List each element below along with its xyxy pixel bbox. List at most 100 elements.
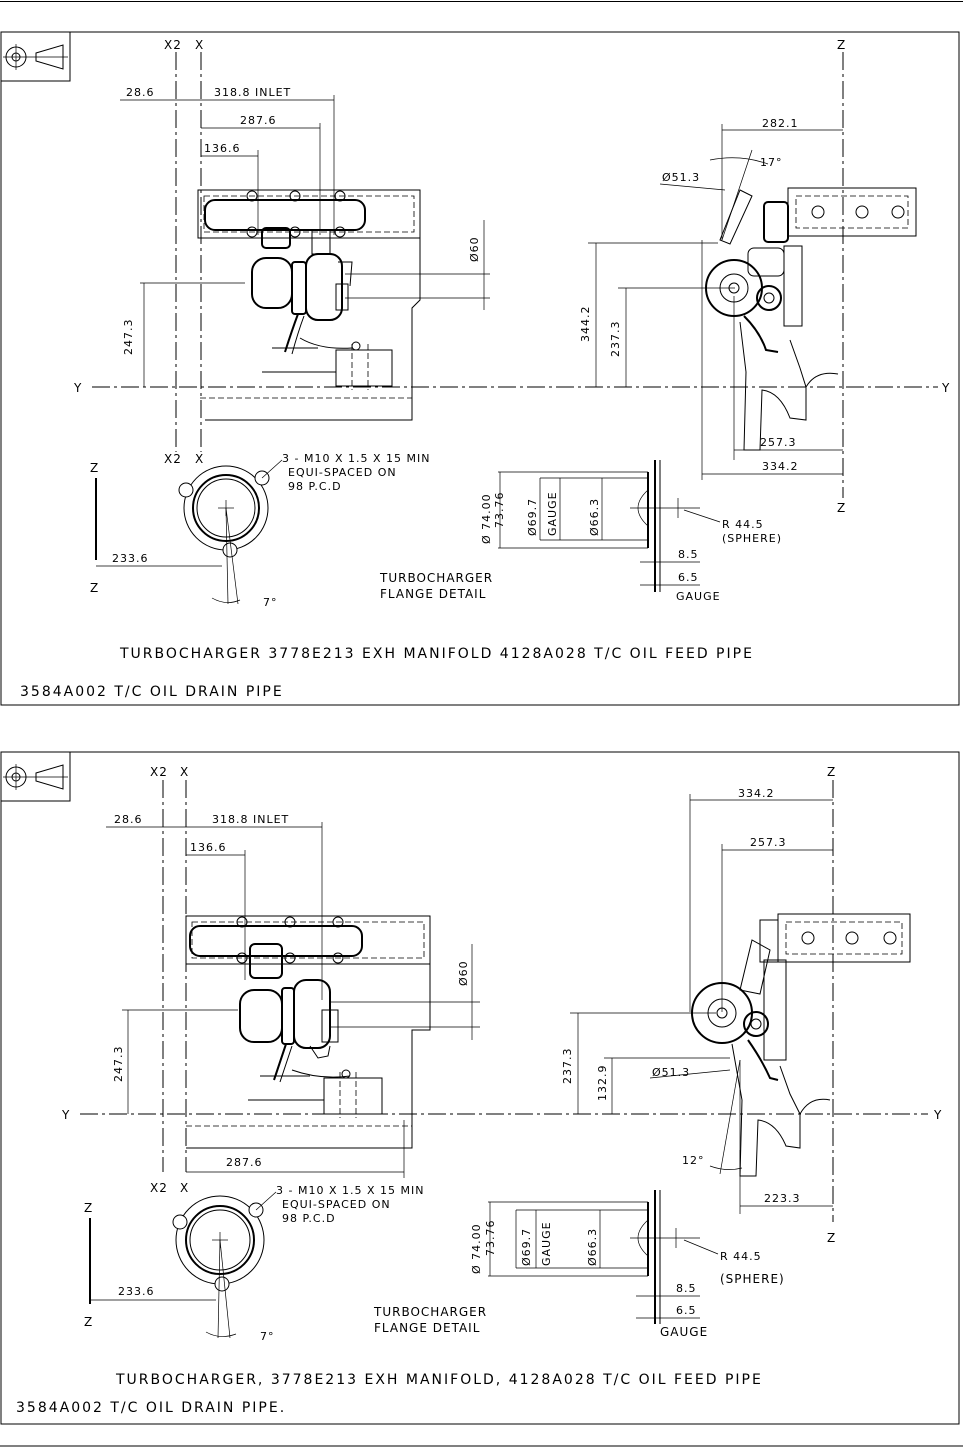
flange-note-3: 98 P.C.D [282, 1212, 336, 1225]
axis-label-x2-bottom: X2 [164, 452, 182, 466]
panel-frame [0, 31, 960, 706]
gauge-label-b: GAUGE [660, 1325, 708, 1339]
axis-label-y-right: Y [941, 381, 950, 395]
dim-247-3: 247.3 [112, 1046, 125, 1083]
left-view-assembly [197, 189, 421, 421]
gauge-detail: Ø 74.00 73.76 Ø69.7 GAUGE Ø66.3 R 44.5 (… [480, 460, 782, 603]
axis-label-y-left: Y [73, 381, 82, 395]
panel-frame [0, 751, 960, 1425]
sphere-label: (SPHERE) [722, 532, 782, 545]
flange-z-top: Z [84, 1201, 93, 1215]
projection-symbol-icon [0, 31, 71, 82]
dim-247-3: 247.3 [122, 319, 135, 356]
axes: X2 X Z X2 X Z Y Y [61, 765, 942, 1245]
gauge-label-b: GAUGE [676, 590, 721, 603]
right-view-dimensions: 282.1 Ø51.3 17° 344.2 237.3 257.3 334.2 [579, 117, 843, 480]
axis-label-z-bottom: Z [837, 501, 846, 515]
flange-detail: Z Z 233.6 7° 3 - M10 X 1.5 X 15 MIN EQUI… [84, 1184, 487, 1343]
dim-r-44-5: R 44.5 [720, 1250, 762, 1263]
dim-257-3: 257.3 [750, 836, 787, 849]
dim-dia-66-3: Ø66.3 [588, 498, 601, 536]
dim-237-3: 237.3 [609, 321, 622, 358]
dim-318-8-inlet: 318.8 INLET [212, 813, 289, 826]
dim-dia-60: Ø60 [468, 236, 481, 262]
left-view-dimensions: 28.6 318.8 INLET 136.6 247.3 Ø60 287.6 [106, 813, 480, 1178]
dim-dia-51-3: Ø51.3 [662, 171, 700, 184]
axes: X2 X Z X2 X Z Y Y [73, 38, 950, 515]
axis-label-y-right: Y [933, 1108, 942, 1122]
projection-symbol-icon [0, 751, 71, 802]
angle-12: 12° [682, 1154, 705, 1167]
right-view-assembly [705, 187, 917, 451]
angle-17: 17° [760, 156, 783, 169]
dim-6-5: 6.5 [678, 571, 699, 584]
flange-z-bottom: Z [84, 1315, 93, 1329]
dim-dia-69-7: Ø69.7 [526, 498, 539, 536]
gauge-label-a: GAUGE [546, 491, 559, 536]
flange-z-bottom: Z [90, 581, 99, 595]
flange-title-2: FLANGE DETAIL [380, 587, 486, 601]
panel-bottom: X2 X Z X2 X Z Y Y 28.6 318.8 INLET 136.6… [0, 751, 960, 1425]
dim-dia-74: Ø 74.00 [470, 1223, 483, 1274]
flange-note-2: EQUI-SPACED ON [282, 1198, 391, 1211]
dim-28-6: 28.6 [126, 86, 155, 99]
dim-233-6: 233.6 [118, 1285, 155, 1298]
dim-dia-69-7: Ø69.7 [520, 1228, 533, 1266]
flange-title-2: FLANGE DETAIL [374, 1321, 480, 1335]
dim-344-2: 344.2 [579, 306, 592, 343]
axis-label-z: Z [827, 765, 836, 779]
axis-label-y-left: Y [61, 1108, 70, 1122]
dim-136-6: 136.6 [190, 841, 227, 854]
dim-dia-60: Ø60 [457, 960, 470, 986]
dim-237-3: 237.3 [561, 1048, 574, 1085]
dim-334-2: 334.2 [738, 787, 775, 800]
flange-note-3: 98 P.C.D [288, 480, 342, 493]
dim-r-44-5: R 44.5 [722, 518, 764, 531]
dim-334-2: 334.2 [762, 460, 799, 473]
axis-label-x2: X2 [164, 38, 182, 52]
dim-8-5: 8.5 [678, 548, 699, 561]
right-view-assembly [691, 913, 911, 1177]
dim-dia-74: Ø 74.00 [480, 493, 493, 544]
flange-z-top: Z [90, 461, 99, 475]
axis-label-x-bottom: X [180, 1181, 189, 1195]
angle-7: 7° [260, 1330, 275, 1343]
dim-73-76: 73.76 [493, 492, 506, 529]
axis-label-x-bottom: X [195, 452, 204, 466]
right-view-dimensions: 334.2 257.3 237.3 132.9 Ø51.3 12° 223.3 [561, 787, 833, 1214]
gauge-label-a: GAUGE [540, 1221, 553, 1266]
axis-label-x2: X2 [150, 765, 168, 779]
dim-28-6: 28.6 [114, 813, 143, 826]
flange-note-1: 3 - M10 X 1.5 X 15 MIN [276, 1184, 424, 1197]
dim-73-76: 73.76 [484, 1220, 497, 1257]
dim-287-6: 287.6 [226, 1156, 263, 1169]
caption-line-2: 3584A002 T/C OIL DRAIN PIPE [20, 684, 284, 700]
axis-label-z-bottom: Z [827, 1231, 836, 1245]
flange-title-1: TURBOCHARGER [379, 571, 493, 585]
dim-282-1: 282.1 [762, 117, 799, 130]
caption-line-2: 3584A002 T/C OIL DRAIN PIPE. [16, 1400, 286, 1416]
left-view-assembly [185, 915, 431, 1149]
left-view-dimensions: 28.6 318.8 INLET 287.6 136.6 247.3 Ø60 [120, 86, 490, 387]
dim-6-5: 6.5 [676, 1304, 697, 1317]
dim-287-6: 287.6 [240, 114, 277, 127]
caption-line-1: TURBOCHARGER, 3778E213 EXH MANIFOLD, 412… [115, 1372, 763, 1388]
sphere-label: (SPHERE) [720, 1272, 785, 1286]
gauge-detail: Ø 74.00 73.76 Ø69.7 GAUGE Ø66.3 R 44.5 (… [470, 1190, 785, 1339]
flange-title-1: TURBOCHARGER [373, 1305, 487, 1319]
dim-223-3: 223.3 [764, 1192, 801, 1205]
dim-8-5: 8.5 [676, 1282, 697, 1295]
dim-132-9: 132.9 [596, 1065, 609, 1102]
axis-label-z: Z [837, 38, 846, 52]
flange-note-2: EQUI-SPACED ON [288, 466, 397, 479]
angle-7: 7° [263, 596, 278, 609]
caption-line-1: TURBOCHARGER 3778E213 EXH MANIFOLD 4128A… [119, 646, 754, 662]
dim-233-6: 233.6 [112, 552, 149, 565]
dim-318-8-inlet: 318.8 INLET [214, 86, 291, 99]
panel-top: X2 X Z X2 X Z Y Y 28.6 318.8 INLET 287.6… [0, 31, 960, 706]
dim-dia-51-3: Ø51.3 [652, 1066, 690, 1079]
axis-label-x2-bottom: X2 [150, 1181, 168, 1195]
dim-dia-66-3: Ø66.3 [586, 1228, 599, 1266]
flange-note-1: 3 - M10 X 1.5 X 15 MIN [282, 452, 430, 465]
